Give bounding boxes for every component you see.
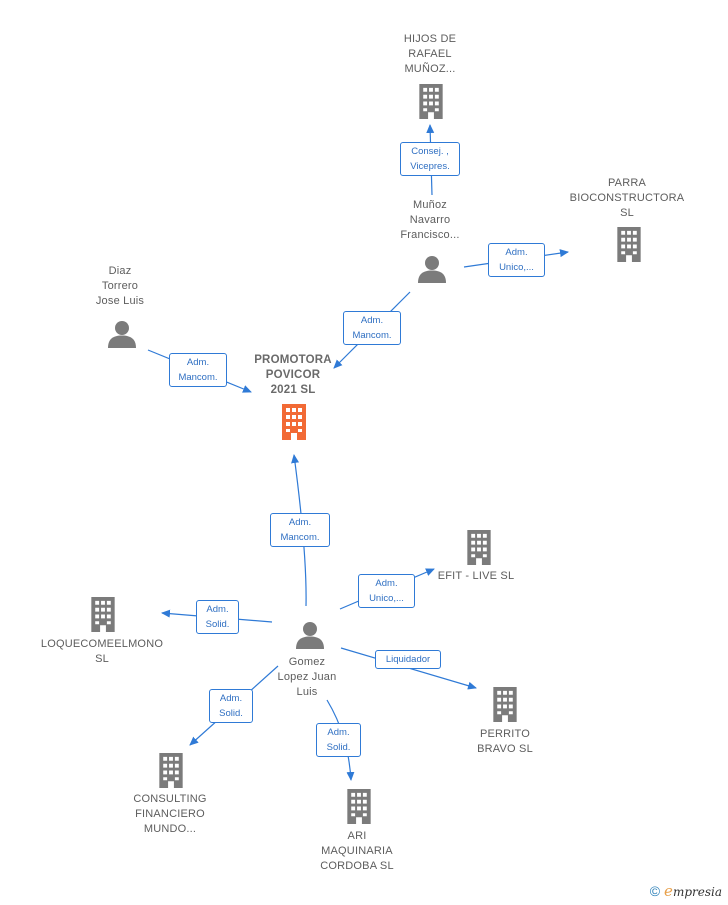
node-label-munoz[interactable]: Muñoz Navarro Francisco... [400, 199, 460, 241]
node-label-efit[interactable]: EFIT - LIVE SL [437, 570, 515, 582]
edge-label-diaz-promotora: Adm. Mancom. [169, 353, 227, 387]
hijos-building-icon[interactable] [419, 84, 443, 119]
node-label-promotora[interactable]: PROMOTORA POVICOR 2021 SL [254, 354, 332, 396]
diaz-person-icon[interactable] [108, 321, 136, 348]
edge-label-gomez-perrito: Liquidador [375, 650, 441, 669]
edge-label-gomez-consulting: Adm. Solid. [209, 689, 253, 723]
edge-label-munoz-parra: Adm. Unico,... [488, 243, 545, 277]
edge-label-gomez-efit: Adm. Unico,... [358, 574, 415, 608]
promotora-building-icon[interactable] [282, 404, 306, 440]
node-label-loquecome[interactable]: LOQUECOMEELMONO SL [40, 638, 164, 665]
footer-brand: ©empresia [650, 882, 722, 900]
node-label-gomez[interactable]: Gomez Lopez Juan Luis [277, 656, 337, 698]
copyright-icon: © [649, 883, 661, 899]
edge-label-gomez-loquecome: Adm. Solid. [196, 600, 239, 634]
consulting-building-icon[interactable] [159, 753, 183, 788]
edge-label-gomez-promotora: Adm. Mancom. [270, 513, 330, 547]
node-label-ari[interactable]: ARI MAQUINARIA CORDOBA SL [320, 830, 394, 872]
edge-label-gomez-ari: Adm. Solid. [316, 723, 361, 757]
edge-label-munoz-hijos: Consej. , Vicepres. [400, 142, 460, 176]
perrito-building-icon[interactable] [493, 687, 517, 722]
edge-label-munoz-promotora: Adm. Mancom. [343, 311, 401, 345]
node-label-perrito[interactable]: PERRITO BRAVO SL [477, 728, 533, 755]
munoz-person-icon[interactable] [418, 256, 446, 283]
brand-logo: empresia [664, 882, 722, 900]
ari-building-icon[interactable] [347, 789, 371, 824]
parra-building-icon[interactable] [617, 227, 641, 262]
node-label-parra[interactable]: PARRA BIOCONSTRUCTORA SL [569, 177, 685, 219]
loquecome-building-icon[interactable] [91, 597, 115, 632]
node-label-hijos[interactable]: HIJOS DE RAFAEL MUÑOZ... [403, 33, 457, 75]
efit-building-icon[interactable] [467, 530, 491, 565]
node-label-diaz[interactable]: Diaz Torrero Jose Luis [95, 265, 145, 307]
node-label-consulting[interactable]: CONSULTING FINANCIERO MUNDO... [133, 793, 207, 835]
edges [147, 124, 569, 781]
gomez-person-icon[interactable] [296, 622, 324, 649]
